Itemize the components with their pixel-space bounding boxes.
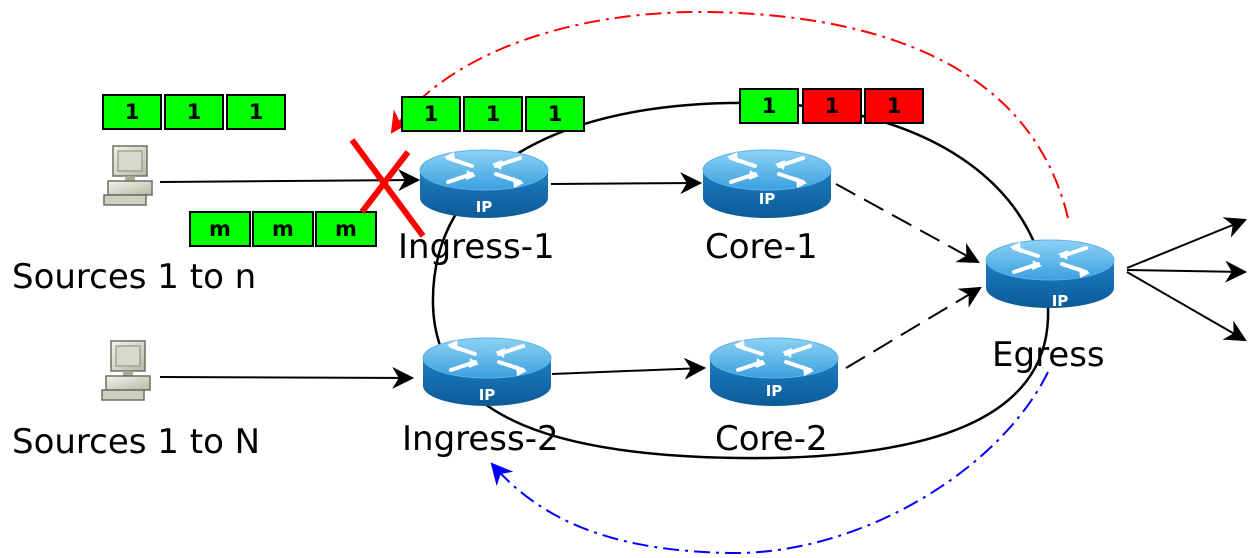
packet-label: 1 (125, 100, 140, 124)
label-core-1: Core-1 (705, 227, 818, 267)
label-core-2: Core-2 (715, 419, 828, 459)
packet (102, 94, 162, 130)
packet-group-source-marked: m m m (189, 211, 377, 247)
link-ingress1-core1 (550, 172, 703, 195)
label-sources-top: Sources 1 to n (12, 257, 256, 297)
router-badge: IP (476, 198, 493, 216)
packet-label: 1 (249, 100, 264, 124)
packet-marked (864, 88, 924, 124)
packet (315, 211, 377, 247)
computer-icon (101, 340, 151, 401)
aggregation-loop (431, 101, 1050, 460)
packet-label: 1 (424, 102, 439, 126)
link-source-bottom-ingress2 (159, 366, 415, 389)
link-core2-egress (845, 286, 982, 369)
router-egress: IP (984, 238, 1116, 310)
label-sources-bottom: Sources 1 to N (12, 422, 260, 462)
packet (525, 96, 585, 132)
packet-group-source-top: 1 1 1 (102, 94, 286, 130)
packet-group-core-path: 1 1 1 (739, 88, 924, 124)
packet-label: 1 (187, 100, 202, 124)
packet-label: 1 (548, 102, 563, 126)
feedback-arc-red (390, 10, 1069, 219)
router-badge: IP (766, 382, 783, 400)
packet-label: 1 (486, 102, 501, 126)
router-core-1: IP (701, 148, 833, 220)
link-egress-out-2 (1126, 260, 1248, 283)
feedback-arc-blue (490, 371, 1049, 555)
packet-group-ingress1-out: 1 1 1 (401, 96, 585, 132)
link-egress-out-3 (1126, 271, 1247, 342)
link-core1-egress (835, 183, 980, 264)
router-ingress-2: IP (421, 336, 553, 408)
router-badge: IP (1052, 292, 1069, 310)
router-ingress-1: IP (418, 148, 550, 220)
packet-label: 1 (762, 94, 777, 118)
router-core-2: IP (708, 336, 840, 408)
label-ingress-1: Ingress-1 (398, 227, 555, 267)
link-source-top-ingress1 (159, 169, 421, 192)
packet (401, 96, 461, 132)
label-ingress-2: Ingress-2 (402, 419, 559, 459)
packet-label: 1 (825, 94, 840, 118)
packet-label: m (335, 217, 357, 241)
link-ingress2-core2 (551, 357, 707, 380)
packet (226, 94, 286, 130)
router-badge: IP (479, 386, 496, 404)
packet (189, 211, 251, 247)
packet-label: 1 (887, 94, 902, 118)
link-egress-out-1 (1126, 217, 1248, 269)
packet (164, 94, 224, 130)
packet-label: m (272, 217, 294, 241)
drop-cross-icon (349, 138, 426, 238)
packet (463, 96, 523, 132)
packet (252, 211, 314, 247)
computer-icon (103, 145, 153, 206)
packet (739, 88, 799, 124)
router-badge: IP (759, 190, 776, 208)
label-egress: Egress (992, 335, 1105, 375)
packet-label: m (209, 217, 231, 241)
packet-marked (802, 88, 862, 124)
